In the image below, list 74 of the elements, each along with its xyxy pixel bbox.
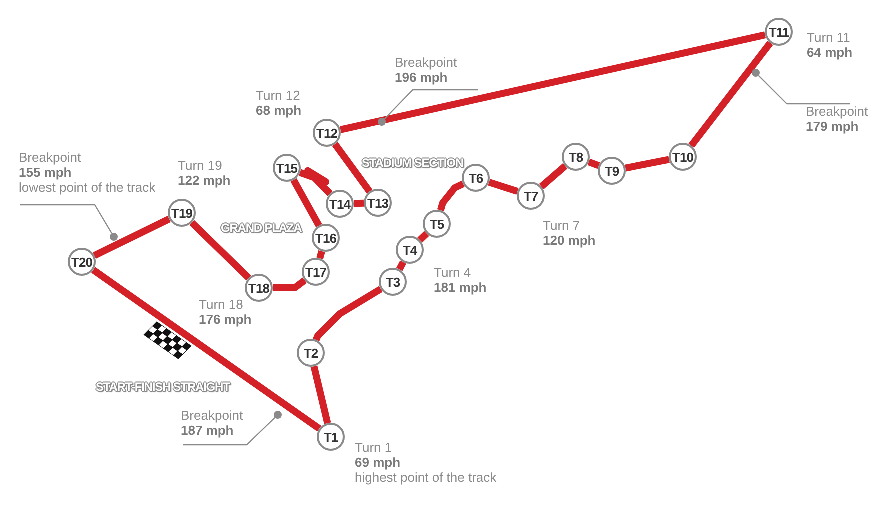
turn-marker: T17: [302, 258, 330, 286]
turn-marker: T20: [68, 248, 96, 276]
track-segment: [437, 180, 465, 212]
track-segment: [396, 260, 406, 272]
track-note: highest point of the track: [355, 470, 497, 485]
turn-marker: T13: [364, 189, 392, 217]
turn-marker: T11: [765, 18, 793, 46]
breakpoint-dot: [274, 411, 282, 419]
breakpoint-label: Breakpoint: [806, 104, 868, 119]
breakpoint-dot: [110, 233, 118, 241]
track-segment: [273, 278, 308, 292]
turn-marker: T18: [245, 274, 273, 302]
speed-value: 120 mph: [543, 233, 596, 248]
track-segment: [488, 179, 519, 195]
track-segment: [332, 142, 373, 194]
speed-value: 68 mph: [256, 103, 302, 118]
turn-marker: T4: [396, 236, 424, 264]
track-segment: [91, 267, 322, 432]
area-label: GRAND PLAZA: [221, 221, 302, 235]
turn-name: Turn 11: [807, 30, 850, 45]
speed-value: 122 mph: [178, 173, 231, 188]
turn-marker: T19: [168, 199, 196, 227]
area-label: START-FINISH STRAIGHT: [96, 380, 230, 394]
track-segment: [688, 40, 774, 148]
leader-line: [20, 204, 113, 234]
turn-marker: T12: [313, 119, 341, 147]
speed-value: 155 mph: [19, 165, 72, 180]
track-segment: [354, 200, 364, 208]
speed-value: 179 mph: [806, 119, 859, 134]
turn-marker: T1: [317, 423, 345, 451]
speed-value: 176 mph: [199, 312, 252, 327]
track-segment: [588, 158, 600, 170]
breakpoint-dot: [378, 118, 386, 126]
turn-marker: T2: [297, 339, 325, 367]
leader-line: [758, 75, 850, 105]
area-label: STADIUM SECTION: [362, 156, 464, 170]
track-note: lowest point of the track: [19, 180, 156, 195]
turn-marker: T8: [562, 143, 590, 171]
speed-value: 64 mph: [807, 45, 853, 60]
track-segment: [93, 216, 171, 259]
track-segment: [290, 178, 322, 228]
turn-marker: T7: [517, 182, 545, 210]
track-segment: [190, 220, 252, 281]
turn-name: Turn 7: [543, 218, 580, 233]
speed-value: 187 mph: [181, 423, 234, 438]
turn-marker: T9: [598, 157, 626, 185]
turn-name: Turn 19: [178, 158, 222, 173]
breakpoint-label: Breakpoint: [181, 408, 244, 423]
breakpoint-dot: [752, 69, 760, 77]
turn-name: Turn 1: [355, 440, 392, 455]
turn-name: Turn 18: [199, 297, 244, 312]
breakpoint-label: Breakpoint: [19, 150, 82, 165]
track-segment: [316, 250, 326, 260]
track-segment: [310, 366, 332, 424]
turn-marker: T10: [669, 143, 697, 171]
turn-marker: T5: [423, 210, 451, 238]
breakpoint-label: Breakpoint: [395, 55, 458, 70]
turn-marker: T3: [379, 268, 407, 296]
track-segment: [313, 286, 383, 342]
leader-line: [384, 89, 478, 120]
leader-line: [183, 417, 276, 446]
speed-value: 181 mph: [434, 280, 487, 295]
track-segment: [340, 32, 766, 134]
track-segment: [418, 231, 430, 243]
speed-value: 196 mph: [395, 70, 448, 85]
turn-marker: T14: [326, 190, 354, 218]
turn-marker: T15: [273, 154, 301, 182]
turn-marker: T16: [312, 224, 340, 252]
turn-name: Turn 12: [256, 88, 300, 103]
track-segment: [539, 164, 568, 190]
track-segment: [625, 156, 670, 172]
turn-name: Turn 4: [434, 265, 472, 280]
track-segment: [299, 168, 333, 196]
speed-value: 69 mph: [355, 455, 401, 470]
